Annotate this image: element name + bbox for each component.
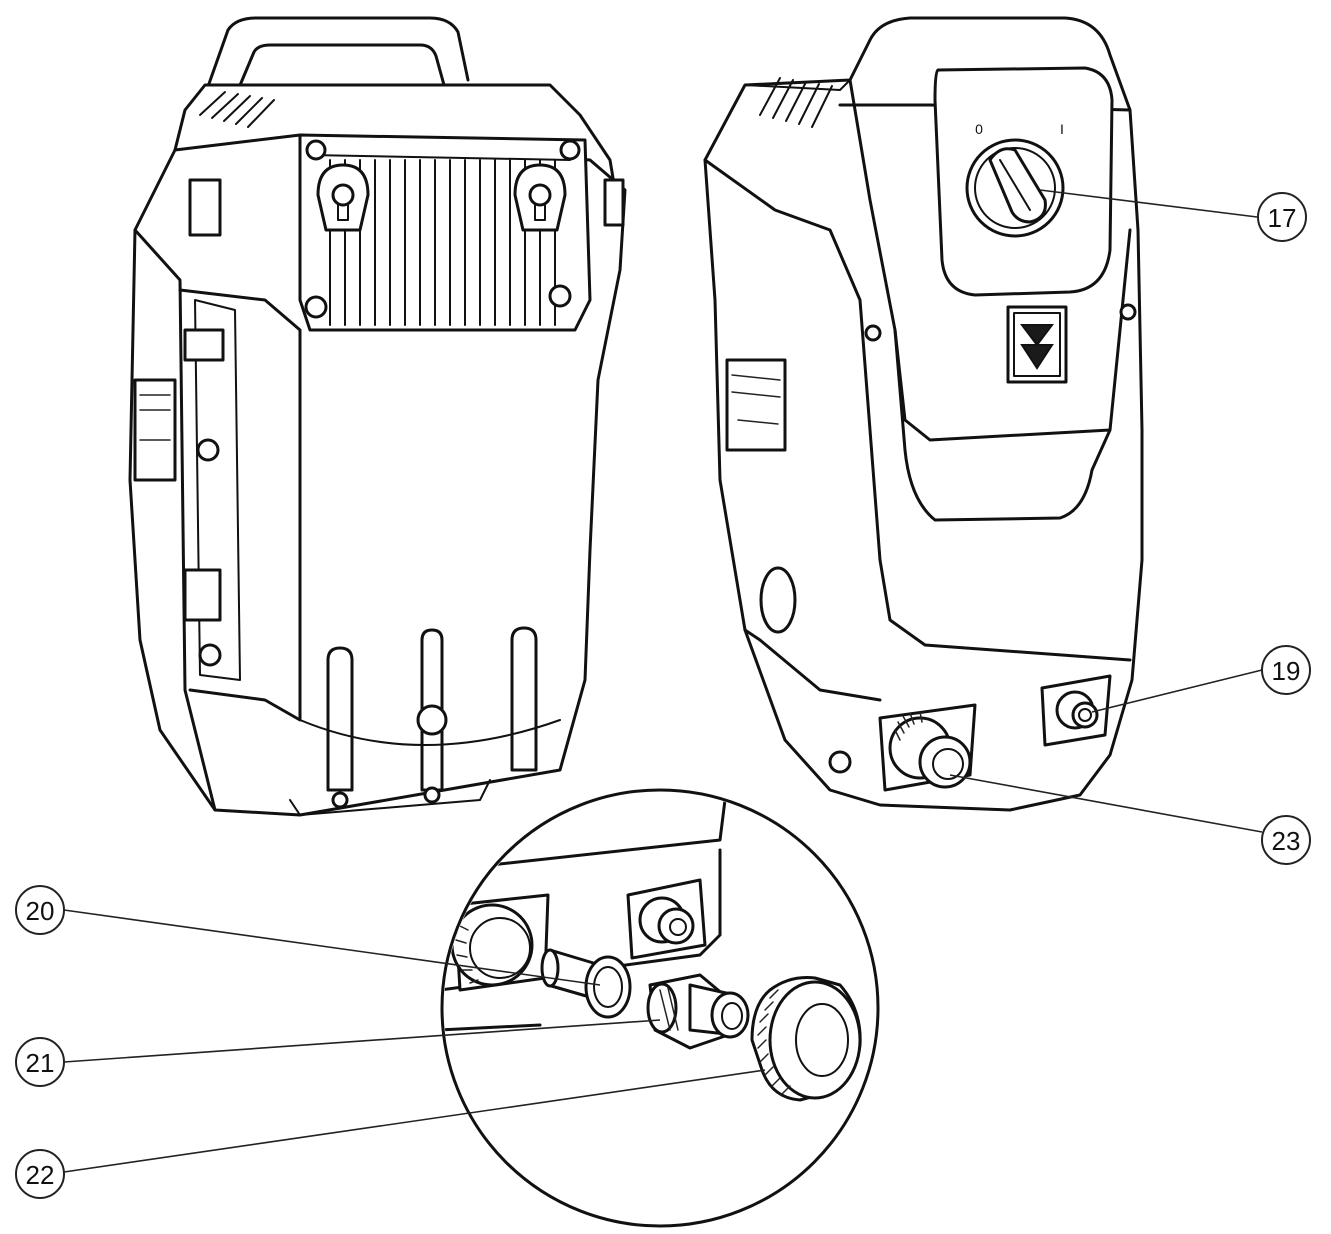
keyhole-mount-left [316,163,370,232]
warning-symbol-plate [1006,305,1068,384]
callout-23: 23 [1261,815,1311,865]
screw [304,295,328,319]
callout-22: 22 [15,1149,65,1199]
leader-19 [1091,669,1263,713]
screw [864,324,882,342]
screw [305,139,327,161]
callout-20: 20 [15,885,65,935]
side-plug [759,566,797,634]
side-label-plate-front [725,358,787,452]
pump-rear-view [128,16,627,817]
callout-17: 17 [1257,192,1307,242]
vent-grille-front [744,77,851,128]
callout-leaders [63,189,1263,1173]
screw [548,284,572,308]
screw [1119,303,1137,321]
screw [559,139,581,161]
callout-label-22: 22 [26,1160,55,1190]
callout-label-17: 17 [1268,203,1297,233]
leader-20 [63,909,601,986]
keyhole-mount-right [513,163,567,232]
carry-handle [203,16,470,97]
outlet-port [1040,674,1112,747]
detail-inset [440,788,880,1228]
inlet-port [878,703,977,792]
callout-19: 19 [1261,645,1311,695]
switch-off-mark: 0 [975,121,983,137]
leader-22 [63,1069,766,1173]
callout-21: 21 [15,1037,65,1087]
rotary-switch: 0 I [965,121,1065,238]
callout-label-23: 23 [1272,826,1301,856]
switch-on-mark: I [1060,121,1064,137]
callout-label-19: 19 [1272,656,1301,686]
leader-23 [949,774,1263,833]
pump-front-view: 0 I [703,16,1144,812]
drain-screw [828,750,852,774]
leader-21 [63,1019,661,1063]
leader-17 [1039,189,1258,218]
callout-label-21: 21 [26,1048,55,1078]
callout-label-20: 20 [26,896,55,926]
rear-feet [289,626,561,816]
detail-union-nut [750,976,862,1102]
side-label-plate [133,378,177,482]
vent-grille-top [199,91,275,128]
